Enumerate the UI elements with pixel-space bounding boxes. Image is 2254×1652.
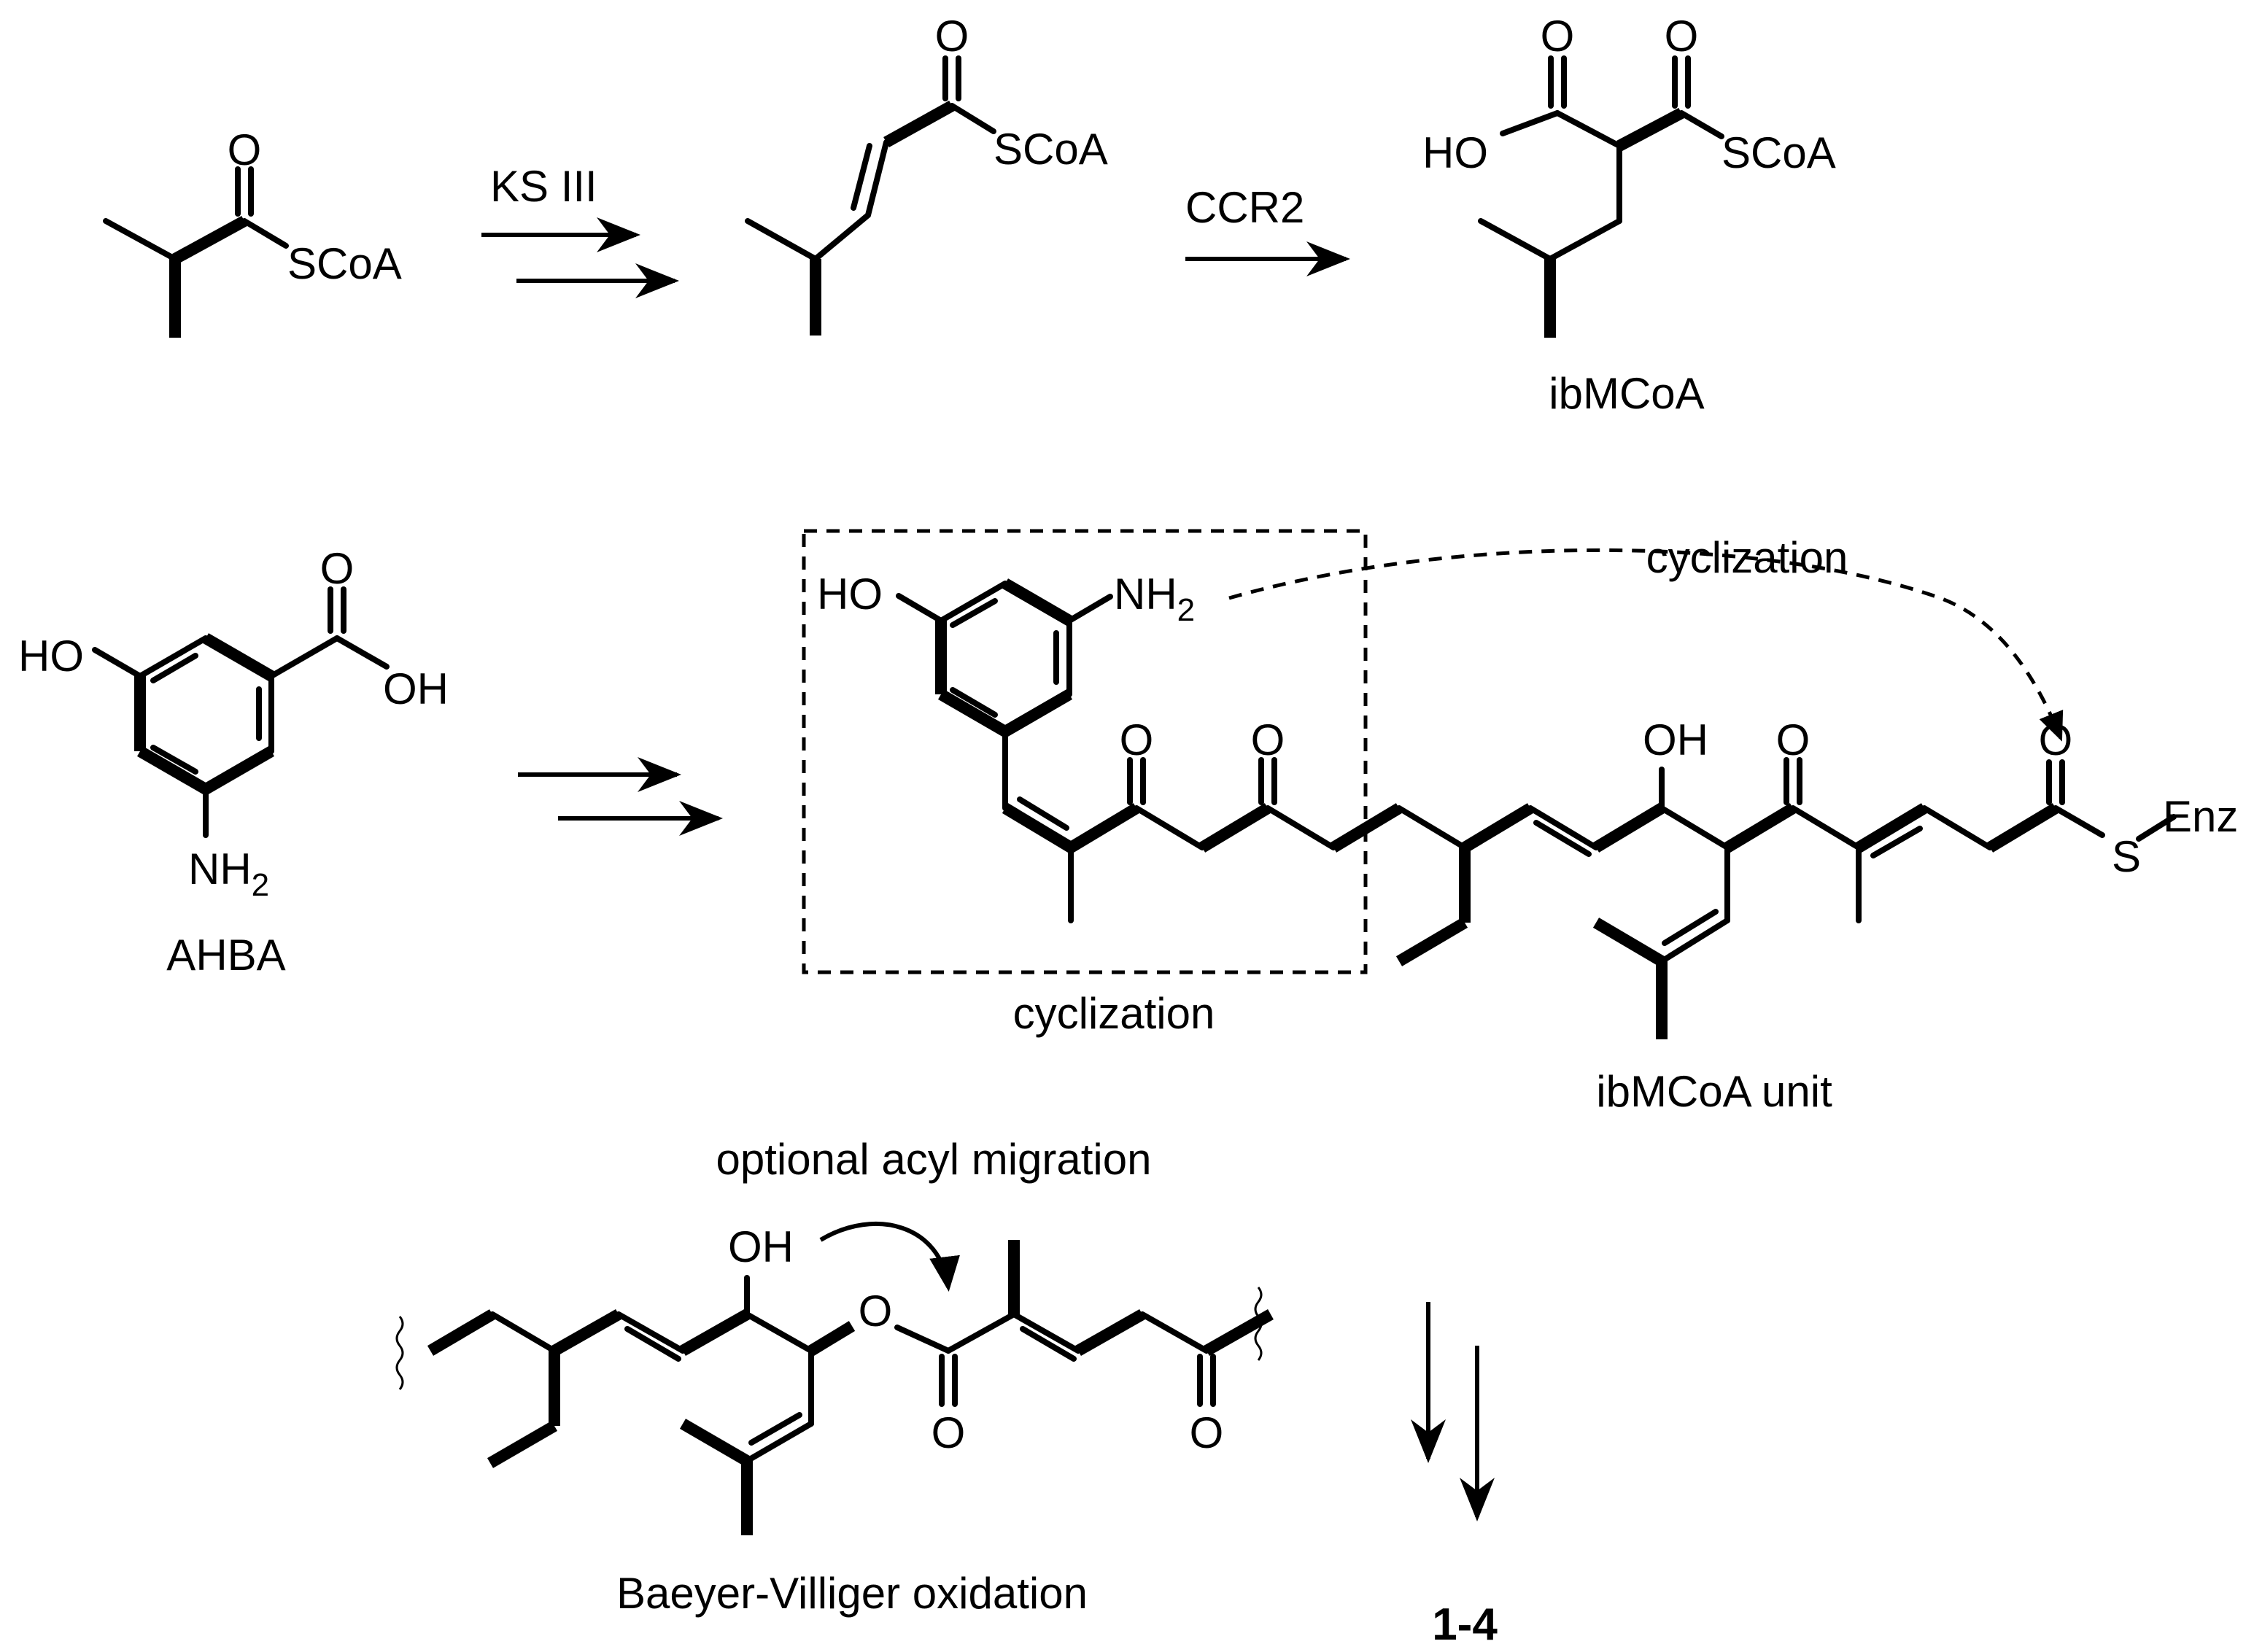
label-ahba: AHBA bbox=[166, 931, 285, 980]
label-cyclization-box: cyclization bbox=[1013, 989, 1215, 1038]
atom-oxygen: O bbox=[320, 544, 355, 593]
atom-hydroxyl: OH bbox=[1643, 716, 1708, 764]
label-ibmcoa-unit: ibMCoA unit bbox=[1596, 1067, 1832, 1116]
atom-oxygen: O bbox=[932, 1408, 966, 1457]
ahba-structure: O HO OH NH2 AHBA bbox=[18, 544, 449, 980]
ibmcoa-structure: O O HO SCoA ibMCoA bbox=[1422, 12, 1836, 418]
reagent-ks3: KS III bbox=[490, 162, 597, 211]
atom-hydroxyl: OH bbox=[383, 664, 449, 713]
atom-hydroxyl: OH bbox=[728, 1222, 794, 1271]
cyclization-box bbox=[802, 529, 1368, 974]
atom-oxygen: O bbox=[1190, 1408, 1224, 1457]
atom-hydroxyl: HO bbox=[18, 632, 84, 680]
product-label: 1-4 bbox=[1432, 1599, 1498, 1650]
atom-oxygen: O bbox=[228, 125, 262, 174]
atom-sulfur: S bbox=[2112, 832, 2141, 881]
atom-enzyme: Enz bbox=[2163, 792, 2238, 841]
ccr2-arrow: CCR2 bbox=[1185, 183, 1350, 276]
atom-hydroxyl: HO bbox=[817, 570, 883, 618]
reagent-ccr2: CCR2 bbox=[1185, 183, 1304, 232]
cyclization-dashed-arrow bbox=[1228, 548, 2064, 742]
atom-oxygen: O bbox=[1251, 716, 1285, 764]
label-baeyer-villiger: Baeyer-Villiger oxidation bbox=[616, 1569, 1088, 1618]
label-cyclization-arrow: cyclization bbox=[1646, 533, 1848, 582]
atom-oxygen: O bbox=[1120, 716, 1154, 764]
label-ibmcoa: ibMCoA bbox=[1549, 369, 1704, 418]
atom-oxygen: O bbox=[1776, 716, 1810, 764]
polyketide-intermediate-structure: cyclization HO NH2 bbox=[802, 529, 2238, 1116]
methylpentenoyl-coa-structure: O SCoA bbox=[745, 12, 1108, 336]
atom-scoa: SCoA bbox=[994, 125, 1108, 174]
ks3-arrows: KS III bbox=[481, 162, 679, 298]
atom-scoa: SCoA bbox=[1722, 128, 1836, 177]
atom-oxygen: O bbox=[1541, 12, 1575, 61]
atom-ester-oxygen: O bbox=[859, 1287, 893, 1335]
atom-hydroxyl: HO bbox=[1422, 128, 1488, 177]
atom-oxygen: O bbox=[935, 12, 969, 61]
pks-arrows bbox=[518, 757, 723, 836]
label-acyl-migration: optional acyl migration bbox=[716, 1135, 1152, 1184]
final-arrows bbox=[1411, 1302, 1495, 1521]
atom-scoa: SCoA bbox=[287, 239, 402, 288]
acyl-migration-curved-arrow bbox=[819, 1222, 960, 1292]
atom-oxygen: O bbox=[1665, 12, 1699, 61]
baeyer-villiger-fragment-structure: optional acyl migration OH O O bbox=[395, 1135, 1274, 1618]
atom-amino: NH2 bbox=[1114, 570, 1195, 628]
isobutyryl-coa-structure: O SCoA bbox=[103, 125, 402, 338]
atom-amino: NH2 bbox=[188, 845, 269, 903]
